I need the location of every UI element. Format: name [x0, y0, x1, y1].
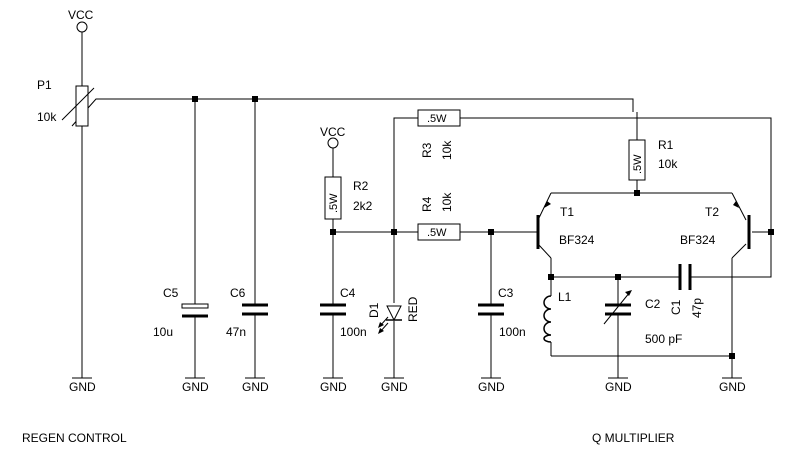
- t1-transistor: T1 BF324: [536, 201, 595, 249]
- svg-text:2k2: 2k2: [353, 199, 373, 213]
- gnd-p1: GND: [69, 377, 96, 394]
- gnd-d1: GND: [381, 377, 408, 394]
- svg-text:C1: C1: [669, 299, 683, 315]
- svg-text:C5: C5: [163, 286, 179, 300]
- svg-text:R3: R3: [420, 142, 434, 158]
- gnd-t2: GND: [719, 377, 746, 394]
- c2-variable-capacitor: C2 500 pF: [603, 290, 682, 346]
- l1-inductor: L1: [543, 290, 572, 343]
- svg-text:10k: 10k: [37, 110, 57, 124]
- c1-capacitor: C1 47p: [669, 264, 704, 318]
- svg-text:C3: C3: [498, 286, 514, 300]
- gnd-c4: GND: [320, 377, 347, 394]
- svg-text:R1: R1: [658, 138, 674, 152]
- svg-text:BF324: BF324: [559, 233, 595, 247]
- svg-text:10k: 10k: [440, 140, 454, 160]
- svg-text:BF324: BF324: [680, 233, 716, 247]
- svg-text:10k: 10k: [440, 192, 454, 212]
- r2-resistor: .5W R2 2k2: [324, 176, 373, 220]
- svg-text:L1: L1: [558, 290, 572, 304]
- svg-text:10k: 10k: [658, 157, 678, 171]
- p1-potentiometer: P1 10k: [37, 78, 95, 127]
- junctions: [192, 96, 774, 359]
- r3-resistor: .5W R3 10k: [417, 109, 461, 160]
- svg-text:VCC: VCC: [68, 8, 94, 22]
- svg-text:GND: GND: [69, 380, 96, 394]
- svg-text:R2: R2: [353, 179, 369, 193]
- svg-text:D1: D1: [367, 302, 381, 318]
- gnd-c2: GND: [605, 377, 632, 394]
- svg-text:.5W: .5W: [328, 193, 340, 213]
- svg-text:GND: GND: [381, 380, 408, 394]
- gnd-c3: GND: [478, 377, 505, 394]
- svg-text:R4: R4: [420, 196, 434, 212]
- ground-symbols: GND GND GND GND GND GND GND GND: [69, 377, 746, 394]
- svg-text:.5W: .5W: [427, 113, 447, 125]
- svg-text:GND: GND: [320, 380, 347, 394]
- svg-text:100n: 100n: [499, 325, 526, 339]
- svg-text:100n: 100n: [340, 325, 367, 339]
- gnd-c6: GND: [242, 377, 269, 394]
- svg-text:47n: 47n: [226, 325, 246, 339]
- svg-text:RED: RED: [406, 296, 420, 322]
- c5-capacitor: C5 10u: [153, 286, 209, 339]
- r4-resistor: .5W R4 10k: [417, 192, 461, 241]
- svg-text:GND: GND: [182, 380, 209, 394]
- svg-text:GND: GND: [719, 380, 746, 394]
- svg-text:.5W: .5W: [427, 227, 447, 239]
- vcc-2: VCC: [320, 125, 346, 149]
- gnd-c5: GND: [182, 377, 209, 394]
- c4-capacitor: C4 100n: [320, 286, 367, 339]
- svg-text:T1: T1: [560, 205, 574, 219]
- r1-resistor: .5W R1 10k: [628, 138, 678, 181]
- svg-text:500 pF: 500 pF: [645, 332, 682, 346]
- svg-text:C6: C6: [230, 286, 246, 300]
- section-label-regen-control: REGEN CONTROL: [22, 431, 127, 445]
- svg-text:P1: P1: [37, 78, 52, 92]
- c6-capacitor: C6 47n: [226, 286, 268, 339]
- svg-text:.5W: .5W: [632, 154, 644, 174]
- svg-text:47p: 47p: [690, 298, 704, 318]
- svg-text:GND: GND: [605, 380, 632, 394]
- svg-text:VCC: VCC: [320, 125, 346, 139]
- section-label-q-multiplier: Q MULTIPLIER: [592, 431, 675, 445]
- vcc-1: VCC: [68, 8, 94, 33]
- t2-transistor: T2 BF324: [680, 201, 751, 249]
- svg-text:T2: T2: [705, 205, 719, 219]
- d1-led: D1 RED: [367, 296, 420, 334]
- svg-text:GND: GND: [242, 380, 269, 394]
- c3-capacitor: C3 100n: [478, 286, 526, 339]
- svg-text:GND: GND: [478, 380, 505, 394]
- svg-text:10u: 10u: [153, 325, 173, 339]
- svg-text:C4: C4: [340, 286, 356, 300]
- svg-text:C2: C2: [645, 297, 661, 311]
